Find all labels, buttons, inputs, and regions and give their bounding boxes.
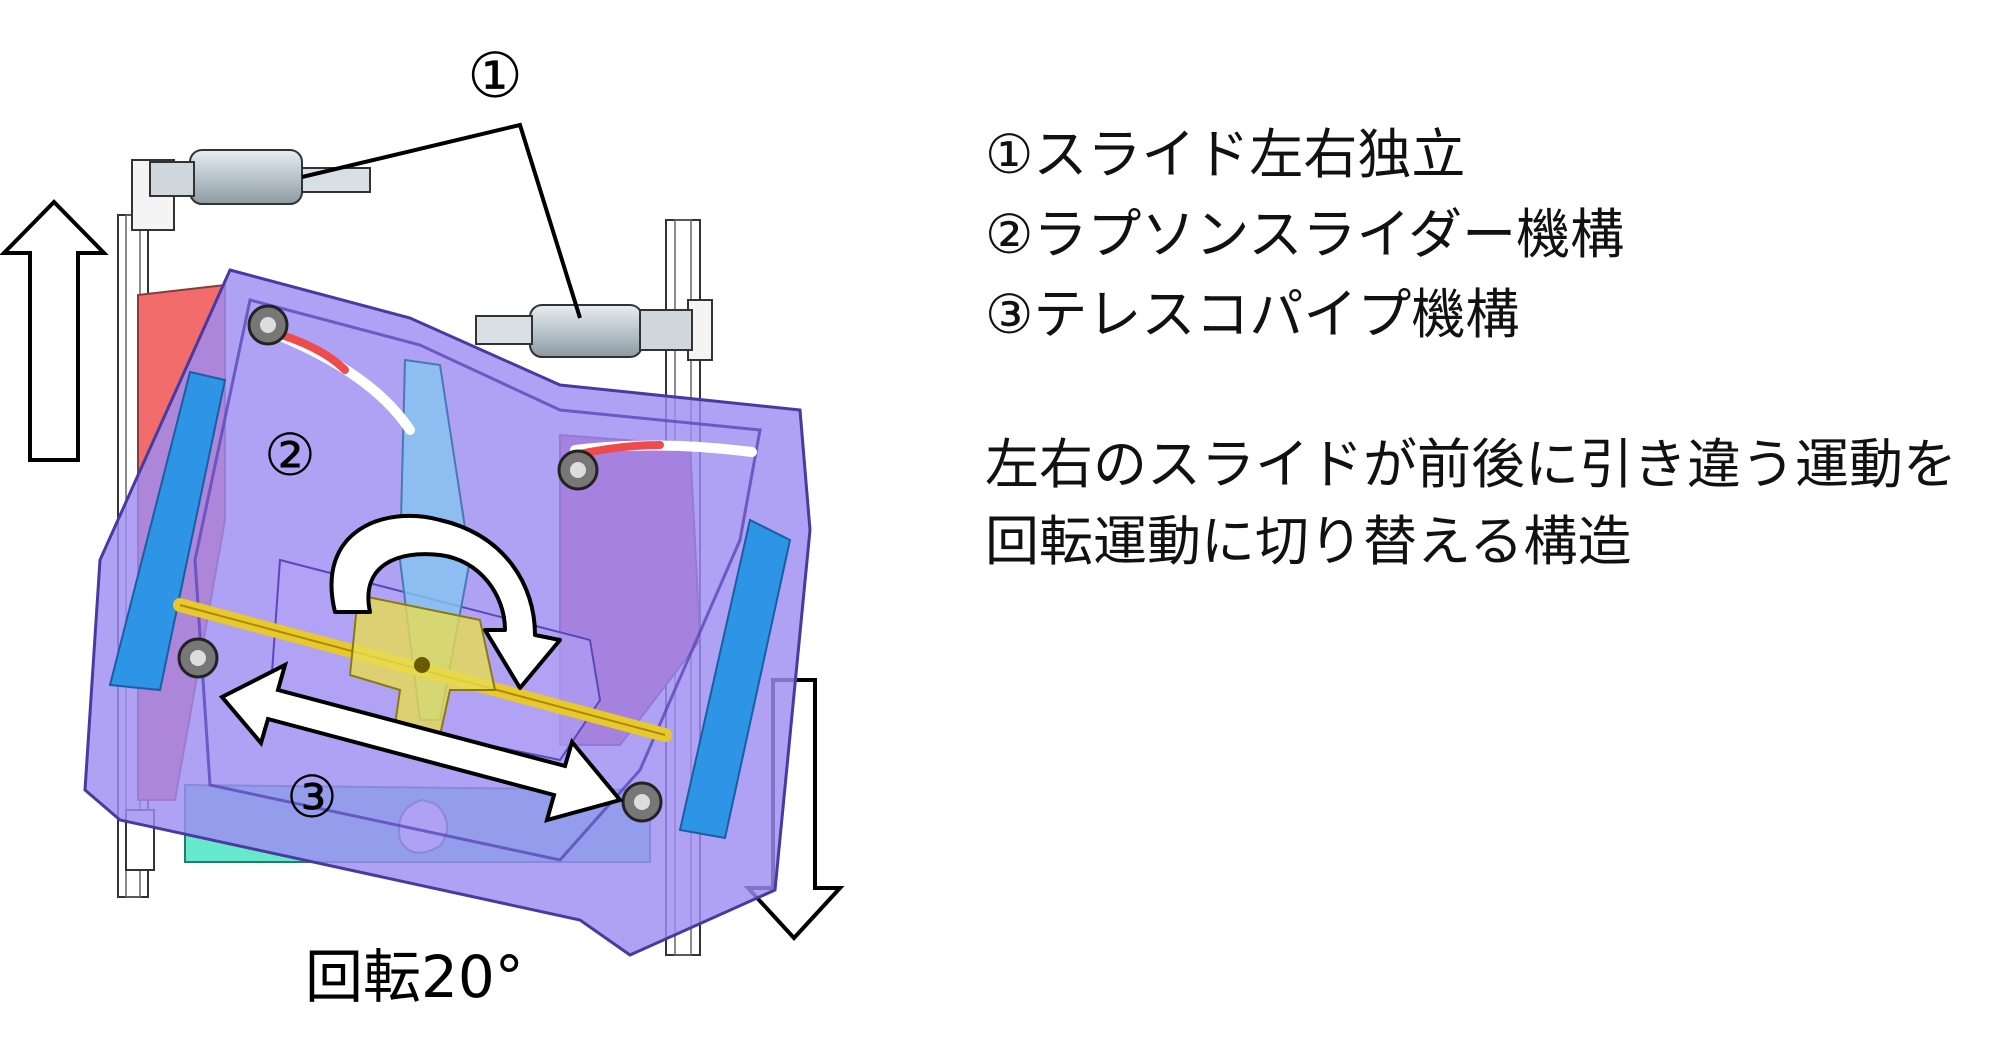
up-arrow-icon xyxy=(0,199,109,462)
pivot-bolts xyxy=(177,304,663,823)
feature-2: ②ラプソンスライダー機構 xyxy=(985,203,1625,266)
callout-2: ② xyxy=(264,421,316,489)
feature-1: ①スライド左右独立 xyxy=(985,123,1466,186)
right-side-bolster xyxy=(678,518,792,840)
callout-1: ① xyxy=(467,39,523,112)
rotation-arrow-icon xyxy=(329,513,562,690)
left-side-bolster xyxy=(108,370,227,692)
rotation-label: 回転20° xyxy=(305,943,524,1011)
pipe-bracket-pivot xyxy=(414,657,430,673)
callout-3: ③ xyxy=(286,763,338,831)
description-line-2: 回転運動に切り替える構造 xyxy=(985,510,1632,573)
feature-3: ③テレスコパイプ機構 xyxy=(985,283,1520,346)
callout-1-leader xyxy=(301,122,582,319)
telescopic-double-arrow-icon xyxy=(218,661,624,823)
right-slide-motor xyxy=(475,304,693,358)
seat-mechanism-diagram: ① ② ③ 回転20° xyxy=(0,39,845,1011)
left-slide-motor xyxy=(149,149,371,205)
description-line-1: 左右のスライドが前後に引き違う運動を xyxy=(985,433,1957,496)
